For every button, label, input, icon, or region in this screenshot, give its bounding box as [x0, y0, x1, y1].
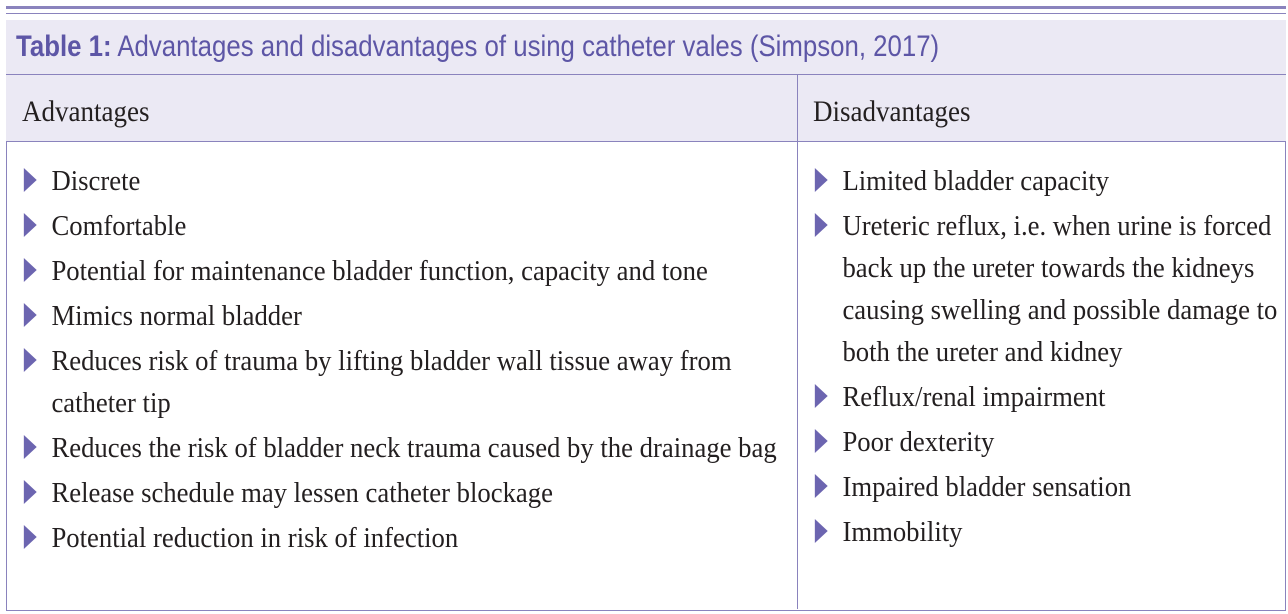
list-item: Poor dexterity: [813, 421, 1288, 463]
triangle-right-icon: [814, 474, 828, 498]
triangle-right-icon: [814, 213, 828, 237]
triangle-right-icon: [23, 213, 37, 237]
list-item: Mimics normal bladder: [22, 295, 806, 337]
advantages-header: Advantages: [22, 95, 150, 128]
list-item: Comfortable: [22, 205, 806, 247]
disadvantages-header: Disadvantages: [813, 95, 971, 128]
triangle-right-icon: [23, 168, 37, 192]
column-divider: [797, 75, 798, 609]
table-label: Table 1:: [16, 30, 112, 63]
triangle-right-icon: [814, 429, 828, 453]
disadvantages-list: Limited bladder capacity Ureteric reflux…: [813, 160, 1278, 556]
list-item: Reduces risk of trauma by lifting bladde…: [22, 340, 806, 424]
title-bar: [6, 20, 1286, 74]
list-item: Release schedule may lessen catheter blo…: [22, 472, 806, 514]
list-item: Reduces the risk of bladder neck trauma …: [22, 427, 806, 469]
triangle-right-icon: [23, 435, 37, 459]
triangle-right-icon: [23, 348, 37, 372]
list-item: Immobility: [813, 511, 1288, 553]
list-item: Limited bladder capacity: [813, 160, 1288, 202]
advantages-list: Discrete Comfortable Potential for maint…: [22, 160, 782, 562]
top-rule-thick: [6, 6, 1286, 9]
list-item: Impaired bladder sensation: [813, 466, 1288, 508]
table-title: Table 1: Advantages and disadvantages of…: [16, 26, 939, 68]
list-item: Potential reduction in risk of infection: [22, 517, 806, 559]
table-frame: [6, 74, 1286, 611]
triangle-right-icon: [23, 258, 37, 282]
list-item: Discrete: [22, 160, 806, 202]
list-item: Ureteric reflux, i.e. when urine is forc…: [813, 205, 1288, 373]
list-item: Potential for maintenance bladder functi…: [22, 250, 806, 292]
triangle-right-icon: [814, 168, 828, 192]
triangle-right-icon: [23, 303, 37, 327]
table-caption: Advantages and disadvantages of using ca…: [111, 30, 940, 63]
triangle-right-icon: [23, 525, 37, 549]
list-item: Reflux/renal impairment: [813, 376, 1288, 418]
top-rule-thin: [6, 13, 1286, 14]
table-header-row: [6, 75, 1286, 142]
triangle-right-icon: [814, 519, 828, 543]
triangle-right-icon: [23, 480, 37, 504]
triangle-right-icon: [814, 384, 828, 408]
